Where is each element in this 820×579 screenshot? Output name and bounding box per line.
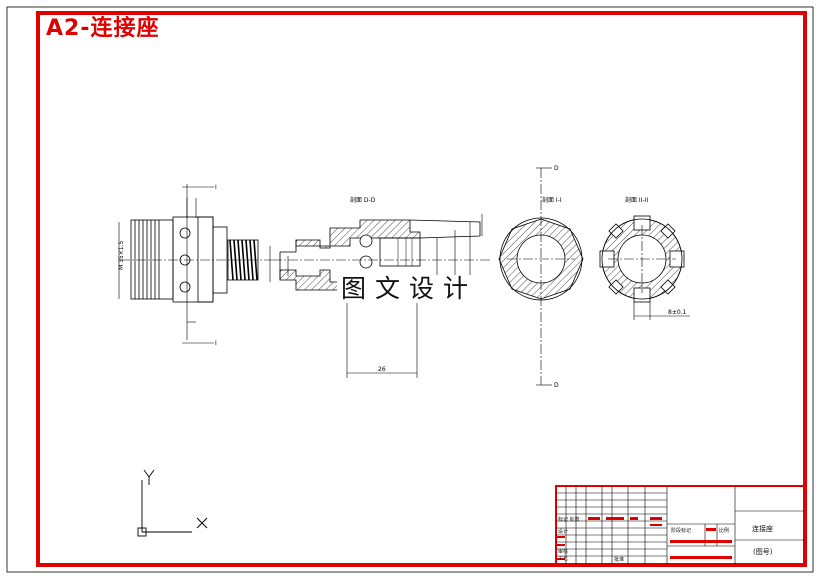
slot-width-dimension: 8±0.1 (668, 309, 687, 316)
title-block-row-process: 工艺 (558, 556, 569, 562)
front-view (120, 184, 272, 344)
cut-mark-top-left: I (215, 184, 217, 191)
drawing-frame (36, 11, 807, 567)
watermark-text: 图文设计 (337, 275, 482, 303)
thread-dimension: M 35×1.5 (118, 241, 125, 270)
title-block-ratio-label: 比例 (719, 528, 730, 534)
section-22-view (599, 215, 690, 320)
ucs-icon (137, 469, 208, 537)
title-block (555, 485, 805, 565)
title-block-approve-label: 批准 (614, 557, 625, 563)
title-block-row-mark: 标记 处数 (558, 517, 580, 523)
cut-mark-d-top: D (554, 165, 559, 172)
section-22-label: 剖面 II-II (625, 196, 648, 204)
cut-mark-d-bottom: D (554, 382, 559, 389)
title-block-part-name: 连接座 (752, 525, 773, 533)
title-block-row-review: 审核 (558, 549, 569, 555)
section-11-view (498, 167, 584, 386)
title-block-stage-label: 阶段标记 (671, 528, 692, 534)
title-block-row-design: 设计 (558, 529, 569, 535)
section-dd-label: 剖面 D-D (350, 196, 376, 204)
title-block-drawing-no: (图号) (753, 548, 773, 556)
title-block-red-marks (557, 517, 732, 560)
cut-mark-bottom-left: I (215, 340, 217, 347)
sheet-outer-border (6, 6, 814, 573)
section-11-label: 剖面 I-I (542, 196, 562, 204)
dimension-26: 26 (378, 366, 386, 373)
left-thread-lines (134, 220, 160, 299)
sheet-title: A2-连接座 (46, 16, 160, 41)
section-dd-view (269, 214, 490, 378)
